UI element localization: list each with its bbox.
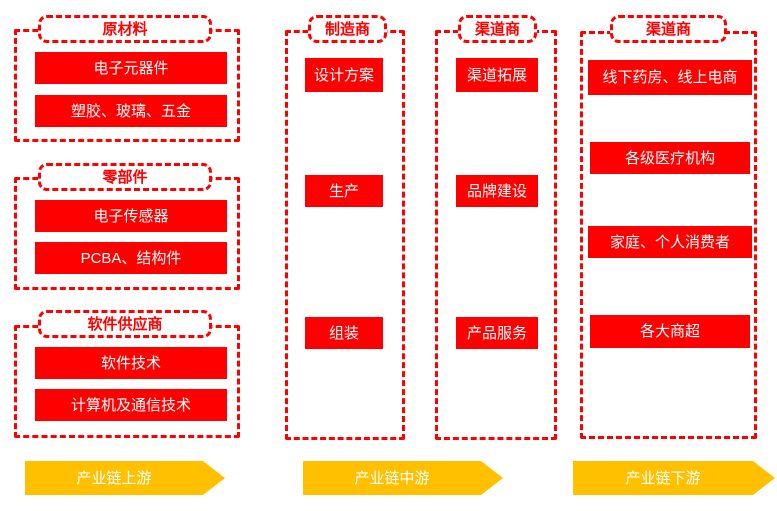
group-tab-parts: 零部件 — [38, 163, 212, 191]
node-pcba-structural-parts: PCBA、结构件 — [35, 242, 227, 274]
arrow-label: 产业链下游 — [625, 469, 701, 487]
flow-arrow-downstream: 产业链下游 — [573, 461, 775, 495]
group-tab-software-supplier: 软件供应商 — [38, 310, 212, 338]
node-production: 生产 — [305, 175, 383, 207]
group-frame-software-supplier — [14, 325, 240, 438]
column-tab-label: 渠道商 — [645, 20, 691, 38]
node-brand-building: 品牌建设 — [456, 175, 538, 207]
node-offline-pharmacy-online-ecommerce: 线下药房、线上电商 — [588, 60, 752, 95]
node-design-plan: 设计方案 — [305, 58, 383, 92]
node-software-technology: 软件技术 — [35, 347, 227, 379]
column-tab-label: 渠道商 — [474, 20, 520, 38]
arrow-label: 产业链中游 — [354, 469, 430, 487]
node-medical-institutions: 各级医疗机构 — [590, 142, 750, 174]
column-tab-manufacturer: 制造商 — [308, 15, 387, 43]
arrow-label: 产业链上游 — [76, 469, 152, 487]
node-assembly: 组装 — [305, 317, 383, 349]
node-household-personal-consumers: 家庭、个人消费者 — [588, 226, 752, 258]
node-channel-expansion: 渠道拓展 — [456, 58, 538, 92]
group-tab-raw-materials: 原材料 — [38, 15, 212, 43]
group-tab-label: 零部件 — [102, 168, 148, 186]
column-tab-label: 制造商 — [324, 20, 370, 38]
node-electronic-components: 电子元器件 — [35, 52, 227, 84]
node-plastic-glass-hardware: 塑胶、玻璃、五金 — [35, 95, 227, 127]
flow-arrow-upstream: 产业链上游 — [25, 461, 225, 495]
flow-arrow-midstream: 产业链中游 — [303, 461, 503, 495]
column-tab-channel: 渠道商 — [458, 15, 537, 43]
group-tab-label: 软件供应商 — [87, 315, 163, 333]
node-supermarkets: 各大商超 — [590, 315, 750, 348]
column-tab-downstream-channel: 渠道商 — [610, 15, 727, 43]
node-electronic-sensor: 电子传感器 — [35, 200, 227, 232]
node-product-service: 产品服务 — [456, 317, 538, 349]
group-tab-label: 原材料 — [102, 20, 148, 38]
node-computer-communication-tech: 计算机及通信技术 — [35, 389, 227, 421]
